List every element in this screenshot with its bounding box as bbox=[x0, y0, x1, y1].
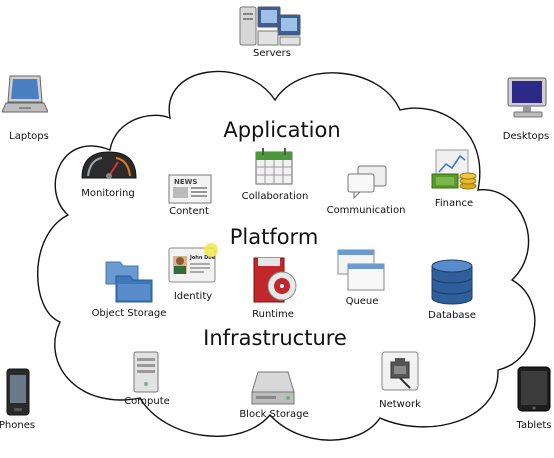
finance-icon bbox=[431, 149, 477, 190]
servers-icon bbox=[239, 6, 301, 46]
monitoring-label: Monitoring bbox=[81, 188, 135, 199]
laptop-icon bbox=[2, 75, 48, 113]
calendar-icon bbox=[255, 148, 293, 185]
collaboration-label: Collaboration bbox=[241, 191, 309, 202]
runtime-label: Runtime bbox=[252, 309, 294, 320]
laptops-label: Laptops bbox=[9, 131, 49, 142]
object-storage-label: Object Storage bbox=[91, 308, 167, 319]
queue-label: Queue bbox=[345, 296, 379, 307]
queue-icon bbox=[337, 249, 385, 291]
news-text: NEWS bbox=[174, 178, 197, 186]
newspaper-icon: NEWS bbox=[168, 174, 212, 204]
compute-server-icon bbox=[133, 351, 159, 393]
database-label: Database bbox=[428, 310, 476, 321]
content-label: Content bbox=[169, 206, 209, 217]
desktop-icon bbox=[507, 77, 547, 118]
block-storage-label: Block Storage bbox=[239, 409, 309, 420]
finance-label: Finance bbox=[434, 198, 474, 209]
monitoring-icon bbox=[81, 151, 137, 179]
layer-title-application: Application bbox=[223, 118, 341, 142]
badge-name-text: John Doe bbox=[189, 255, 216, 261]
desktops-label: Desktops bbox=[502, 131, 550, 142]
servers-label: Servers bbox=[252, 48, 292, 59]
layer-title-platform: Platform bbox=[229, 225, 319, 249]
speech-bubbles-icon bbox=[347, 165, 387, 200]
compute-label: Compute bbox=[124, 396, 170, 407]
tablets-label: Tablets bbox=[516, 420, 552, 431]
id-badge-icon: John Doe bbox=[168, 243, 218, 283]
identity-label: Identity bbox=[173, 291, 213, 302]
tablet-icon bbox=[517, 366, 551, 412]
phone-icon bbox=[6, 368, 30, 416]
network-label: Network bbox=[379, 399, 421, 410]
network-port-icon bbox=[381, 351, 419, 391]
phones-label: Phones bbox=[0, 420, 36, 431]
folders-icon bbox=[105, 261, 153, 303]
database-icon bbox=[431, 259, 473, 305]
hard-drive-icon bbox=[251, 371, 295, 405]
layer-title-infrastructure: Infrastructure bbox=[203, 326, 347, 350]
communication-label: Communication bbox=[326, 205, 406, 216]
runtime-icon bbox=[253, 257, 297, 303]
